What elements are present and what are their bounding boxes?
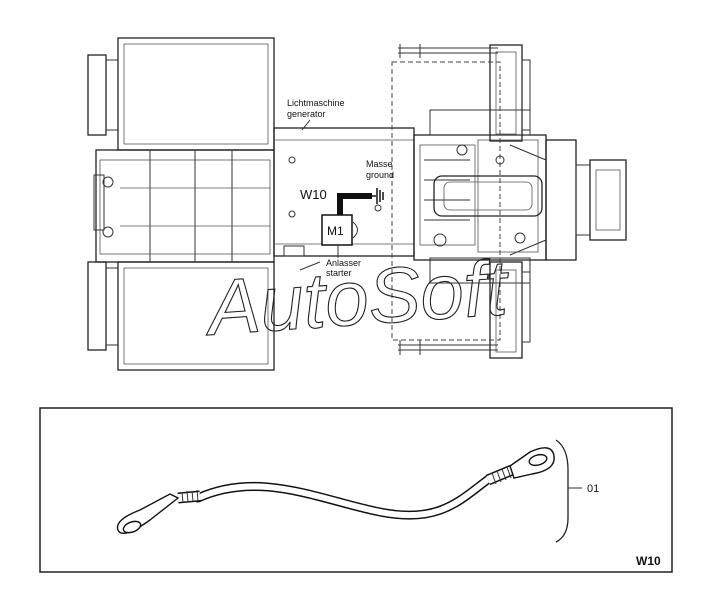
starter-label-en: starter — [326, 268, 352, 278]
left-crimp — [177, 489, 201, 504]
ground-label-en: ground — [366, 170, 394, 180]
rear-frame — [93, 149, 275, 263]
right-crimp — [485, 464, 515, 486]
part-number-label: 01 — [587, 483, 599, 495]
ground-label-de: Masse — [366, 159, 393, 169]
starter-label-de: Anlasser — [326, 258, 361, 268]
cab-outline — [391, 61, 501, 341]
part-bracket — [555, 439, 569, 543]
ground-symbol — [372, 188, 384, 204]
detail-panel: 01 W10 — [39, 407, 673, 573]
watermark: AutoSoft — [201, 243, 513, 352]
starter-m1-label: M1 — [327, 224, 344, 238]
detail-code-label: W10 — [636, 554, 661, 568]
generator-label-en: generator — [287, 109, 326, 119]
generator-label-de: Lichtmaschine — [287, 98, 345, 108]
starter-m1-box — [321, 214, 353, 246]
front-wheels — [398, 44, 531, 359]
cable-w10-line — [337, 193, 372, 215]
engine — [413, 109, 547, 284]
left-ring-terminal — [116, 493, 180, 534]
cable-w10-label: W10 — [300, 187, 327, 202]
annotations: Lichtmaschine generator Masse ground W10… — [287, 98, 394, 278]
tractor-top-view — [87, 37, 627, 371]
right-ring-terminal — [509, 447, 555, 479]
front-axle — [509, 139, 627, 261]
